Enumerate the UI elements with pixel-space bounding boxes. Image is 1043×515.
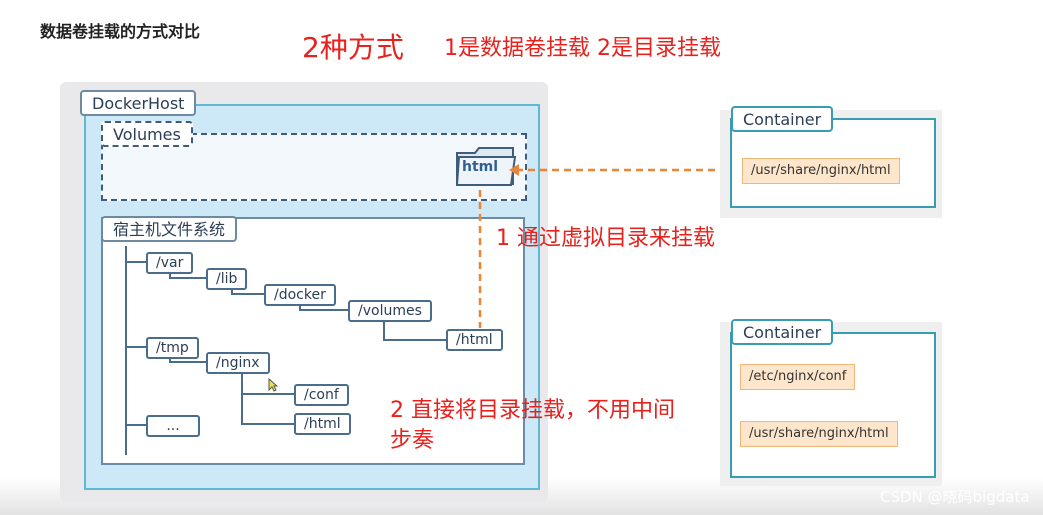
- tree-node-volumes-html: /html: [446, 329, 503, 351]
- container-2-box: [730, 332, 936, 478]
- container-2-path-conf: /etc/nginx/conf: [740, 364, 856, 390]
- headline: 2种方式: [302, 31, 404, 64]
- slide-title: 数据卷挂载的方式对比: [40, 22, 201, 41]
- volumes-label: Volumes: [101, 121, 193, 147]
- host-filesystem-label: 宿主机文件系统: [101, 216, 238, 242]
- tree-node-volumes: /volumes: [348, 300, 432, 322]
- container-2-label: Container: [731, 319, 834, 345]
- container-1-path: /usr/share/nginx/html: [742, 158, 900, 184]
- tree-node-lib: /lib: [206, 268, 248, 290]
- tree-node-docker: /docker: [264, 284, 336, 306]
- folder-icon: [455, 147, 517, 186]
- container-2-path-html: /usr/share/nginx/html: [740, 421, 898, 447]
- annotation-direct-mount-line2: 步奏: [390, 428, 435, 453]
- docker-host-label: DockerHost: [80, 90, 197, 116]
- tree-node-tmp: /tmp: [146, 337, 199, 359]
- volume-folder-label: html: [462, 159, 499, 175]
- container-1-label: Container: [731, 106, 834, 132]
- annotation-direct-mount-line1: 2 直接将目录挂载，不用中间: [390, 398, 675, 423]
- subheadline: 1是数据卷挂载 2是目录挂载: [444, 36, 721, 61]
- tree-node-nginx: /nginx: [206, 352, 270, 374]
- mouse-cursor-icon: [268, 378, 278, 392]
- annotation-virtual-mount: 1 通过虚拟目录来挂载: [496, 226, 715, 251]
- watermark: CSDN @晓码bigdata: [880, 488, 1030, 506]
- tree-node-more: ...: [146, 415, 200, 437]
- tree-node-conf: /conf: [294, 384, 349, 406]
- tree-node-nginx-html: /html: [294, 413, 351, 435]
- tree-node-var: /var: [146, 252, 194, 274]
